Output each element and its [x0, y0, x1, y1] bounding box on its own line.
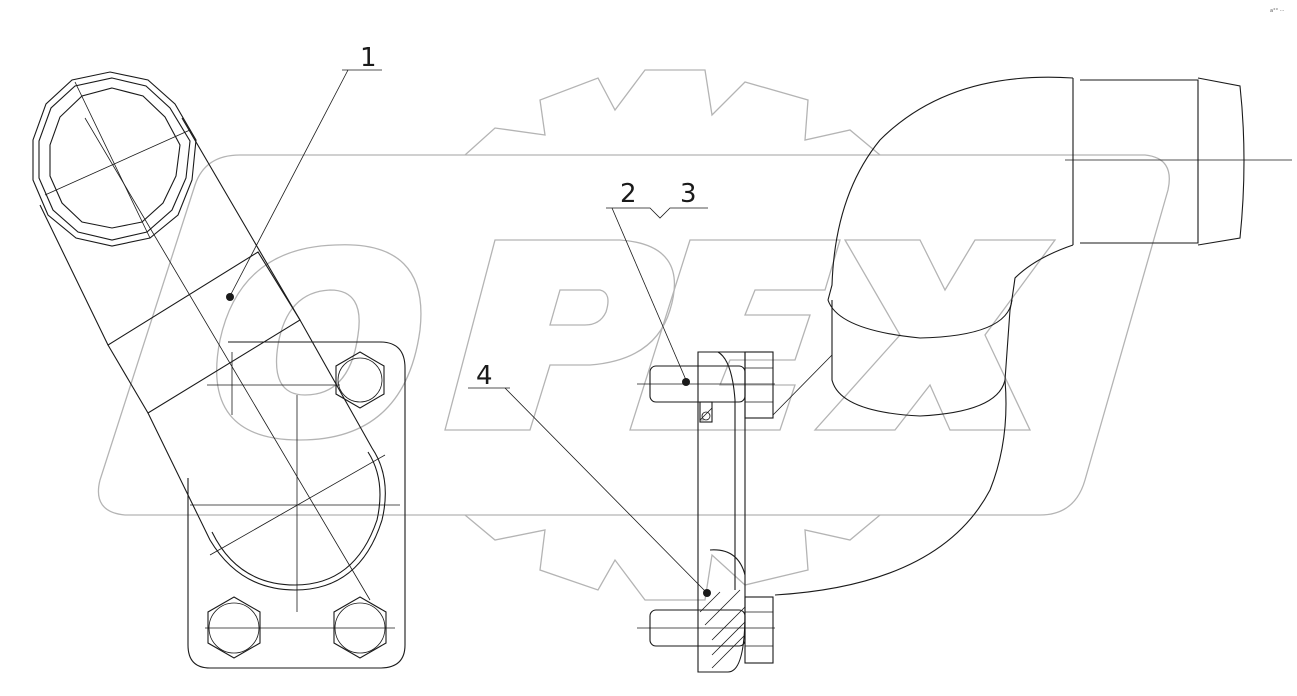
side-section-view: [637, 351, 775, 673]
watermark-letter-e: [629, 239, 841, 431]
pin-circle: [701, 411, 711, 421]
callout-2-3: 2 3: [606, 179, 708, 386]
callout-label-2: 2: [620, 179, 637, 209]
watermark-gear-outline: [464, 69, 881, 601]
callout-label-1: 1: [360, 43, 377, 73]
section-hatching: [699, 407, 746, 669]
watermark-slanted-frame: [97, 154, 1170, 516]
leader-dot: [703, 589, 711, 597]
lever-arm-view: [32, 71, 406, 669]
watermark-letter-o: [216, 244, 422, 441]
hex-bolt: [207, 596, 261, 659]
elbow-pipe-view: [772, 76, 1292, 596]
leader-dot: [226, 293, 234, 301]
callout-label-4: 4: [476, 361, 493, 391]
hex-bolt: [335, 351, 385, 409]
callout-1: 1: [226, 43, 382, 301]
hex-bolt: [333, 596, 387, 659]
leader-dot: [682, 378, 690, 386]
watermark-letter-x: [813, 239, 1057, 431]
corner-mark: a°° ···: [1270, 8, 1285, 14]
watermark-letter-p: [444, 239, 675, 431]
callout-4: 4: [468, 361, 711, 597]
callout-label-3: 3: [680, 179, 697, 209]
pipe-ring: [32, 71, 197, 247]
watermark-text: OPEX: [700, 419, 703, 421]
opex-watermark: OPEX: [97, 69, 1170, 601]
